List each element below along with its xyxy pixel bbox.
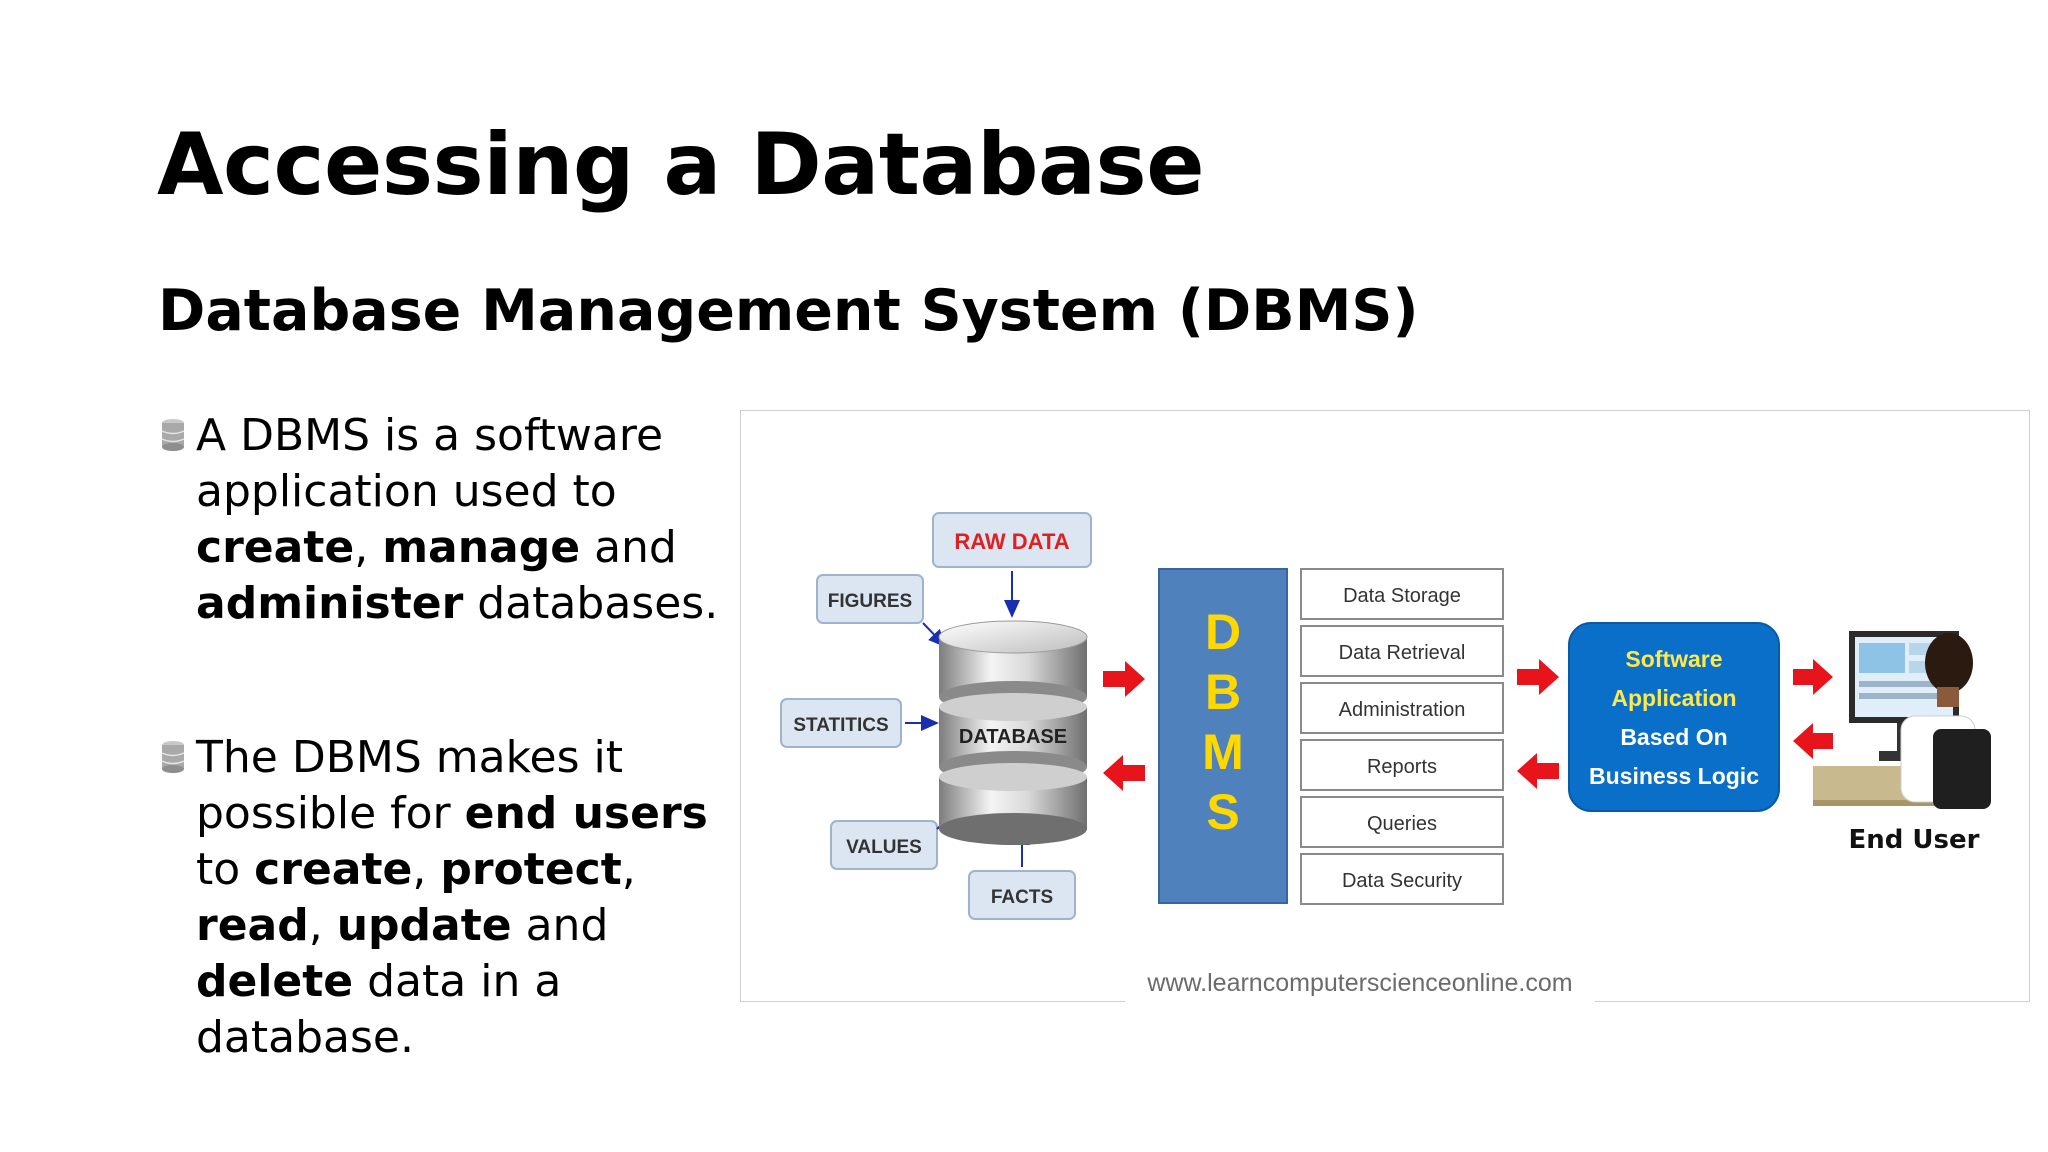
software-application-box: Software Application Based On Business L… (1568, 622, 1780, 812)
dbms-block: D B M S (1158, 568, 1288, 904)
slide-subtitle: Database Management System (DBMS) (158, 278, 1419, 344)
bullet-emphasis: create (196, 522, 355, 573)
figures-box: FIGURES (816, 574, 924, 624)
bullet-emphasis: read (196, 900, 309, 951)
software-line: Software (1625, 646, 1722, 672)
bullet-item: A DBMS is a software application used to… (160, 408, 720, 632)
bullet-fragment: databases. (463, 578, 719, 629)
values-box: VALUES (830, 820, 938, 870)
statitics-box: STATITICS (780, 698, 902, 748)
slide-title: Accessing a Database (157, 115, 1205, 215)
bullet-fragment: A DBMS is a software application used to (196, 410, 664, 517)
bullet-item: The DBMS makes it possible for end users… (160, 730, 720, 1066)
end-user-icon: End User (1813, 631, 1991, 855)
raw-data-label: RAW DATA (954, 529, 1069, 554)
bullet-emphasis: administer (196, 578, 464, 629)
statitics-label: STATITICS (793, 715, 888, 736)
bullet-emphasis: manage (382, 522, 581, 573)
database-label: DATABASE (959, 726, 1067, 748)
function-item: Administration (1339, 699, 1466, 721)
dbms-letter: D (1205, 604, 1241, 660)
arrow-right-icon (1103, 661, 1145, 697)
arrow-right-icon (1517, 659, 1559, 695)
arrow-left-icon (1793, 723, 1833, 759)
bullet-fragment: , (412, 844, 441, 895)
end-user-label: End User (1849, 825, 1980, 855)
values-label: VALUES (846, 837, 922, 858)
function-item: Data Security (1342, 870, 1462, 892)
bullet-emphasis: protect (440, 844, 622, 895)
bullet-emphasis: update (336, 900, 512, 951)
source-url: www.learncomputerscienceonline.com (1125, 962, 1595, 1004)
database-icon (161, 419, 185, 451)
bullet-fragment: , (354, 522, 383, 573)
bullet-emphasis: create (254, 844, 413, 895)
bullet-fragment: data in a database. (196, 956, 562, 1063)
bullet-fragment: and (580, 522, 677, 573)
bullet-text: A DBMS is a software application used to… (196, 408, 720, 632)
facts-box: FACTS (968, 870, 1076, 920)
software-line: Based On (1620, 724, 1727, 750)
function-item: Data Retrieval (1339, 642, 1466, 664)
bullet-fragment: , (308, 900, 337, 951)
dbms-letter: S (1206, 784, 1239, 840)
bullet-fragment: The DBMS makes it possible for (196, 732, 623, 839)
raw-data-box: RAW DATA (932, 512, 1092, 568)
bullet-emphasis: delete (196, 956, 354, 1007)
function-item: Queries (1367, 813, 1437, 835)
database-icon (161, 741, 185, 773)
arrow-left-icon (1517, 753, 1559, 789)
facts-label: FACTS (991, 887, 1053, 908)
database-cylinder-icon: DATABASE (938, 620, 1088, 845)
bullet-fragment: and (511, 900, 609, 951)
bullet-text: The DBMS makes it possible for end users… (196, 730, 720, 1066)
dbms-letter: M (1202, 724, 1244, 780)
function-item: Data Storage (1343, 585, 1461, 607)
bullet-fragment: , (621, 844, 636, 895)
function-item: Reports (1367, 756, 1437, 778)
bullet-fragment: to (196, 844, 255, 895)
function-list: Data Storage Data Retrieval Administrati… (1300, 568, 1504, 905)
software-line: Business Logic (1589, 763, 1759, 789)
figures-label: FIGURES (828, 591, 912, 612)
bullet-emphasis: end users (464, 788, 708, 839)
arrow-left-icon (1103, 755, 1145, 791)
arrow-right-icon (1793, 659, 1833, 695)
dbms-diagram: RAW DATA FIGURES STATITICS VALUES FACTS (740, 410, 2030, 1002)
software-line: Application (1611, 685, 1736, 711)
dbms-letter: B (1205, 664, 1241, 720)
